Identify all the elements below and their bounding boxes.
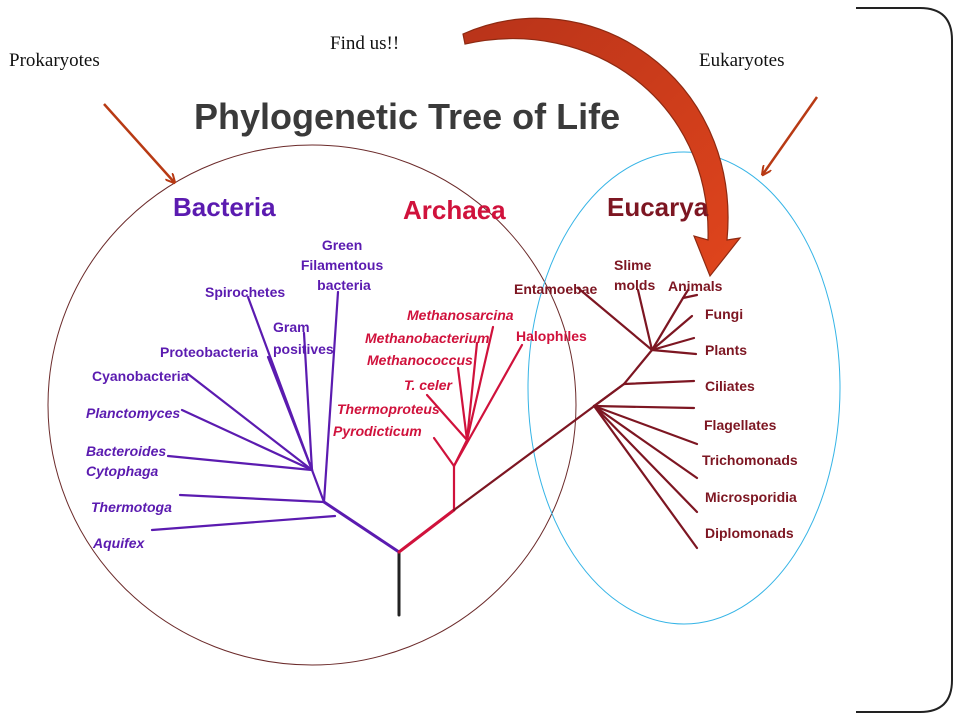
leaf-green-filamentous-bacteria: Green Filamentous bacteria: [301, 237, 387, 293]
diagram-title: Phylogenetic Tree of Life: [194, 96, 620, 137]
leaf-ciliates: Ciliates: [705, 378, 755, 394]
eukaryotes-circle: [527, 151, 841, 625]
eucarya-branches: [452, 286, 699, 550]
leaf-animals: Animals: [668, 278, 723, 294]
leaf-plants: Plants: [705, 342, 747, 358]
right-bracket: [856, 7, 953, 713]
domain-archaea: Archaea: [403, 195, 506, 225]
bacteria-branches: [150, 290, 340, 532]
prokaryotes-circle: [47, 144, 577, 666]
leaf-aquifex: Aquifex: [92, 535, 146, 551]
leaf-fungi: Fungi: [705, 306, 743, 322]
leaf-flagellates: Flagellates: [704, 417, 777, 433]
leaf-methanosarcina: Methanosarcina: [407, 307, 514, 323]
leaf-pyrodicticum: Pyrodicticum: [333, 423, 422, 439]
domain-bacteria: Bacteria: [173, 192, 276, 222]
tree-trunk: [322, 500, 456, 617]
leaf-t-celer: T. celer: [404, 377, 454, 393]
eukaryotes-label: Eukaryotes: [699, 50, 785, 71]
leaf-proteobacteria: Proteobacteria: [160, 344, 258, 360]
leaf-halophiles: Halophiles: [516, 328, 587, 344]
leaf-bacteroides-cytophaga: Bacteroides Cytophaga: [86, 443, 170, 479]
prokaryotes-label: Prokaryotes: [9, 50, 100, 71]
leaf-spirochetes: Spirochetes: [205, 284, 285, 300]
leaf-planctomyces: Planctomyces: [86, 405, 180, 421]
prokaryotes-arrow: [103, 103, 174, 182]
leaf-trichomonads: Trichomonads: [702, 452, 798, 468]
find-us-label: Find us!!: [330, 33, 400, 54]
leaf-methanobacterium: Methanobacterium: [365, 330, 489, 346]
leaf-entamoebae: Entamoebae: [514, 281, 597, 297]
leaf-cyanobacteria: Cyanobacteria: [92, 368, 189, 384]
leaf-thermotoga: Thermotoga: [91, 499, 172, 515]
leaf-slime-molds: Slime molds: [614, 257, 655, 293]
eukaryotes-arrow: [763, 96, 819, 174]
find-us-arrow: [462, 17, 742, 278]
archaea-branches: [425, 325, 524, 512]
leaf-thermoproteus: Thermoproteus: [337, 401, 440, 417]
domain-eucarya: Eucarya: [607, 192, 709, 222]
leaf-methanococcus: Methanococcus: [367, 352, 473, 368]
leaf-gram-positives: Gram positives: [273, 319, 334, 357]
leaf-diplomonads: Diplomonads: [705, 525, 794, 541]
leaf-microsporidia: Microsporidia: [705, 489, 797, 505]
